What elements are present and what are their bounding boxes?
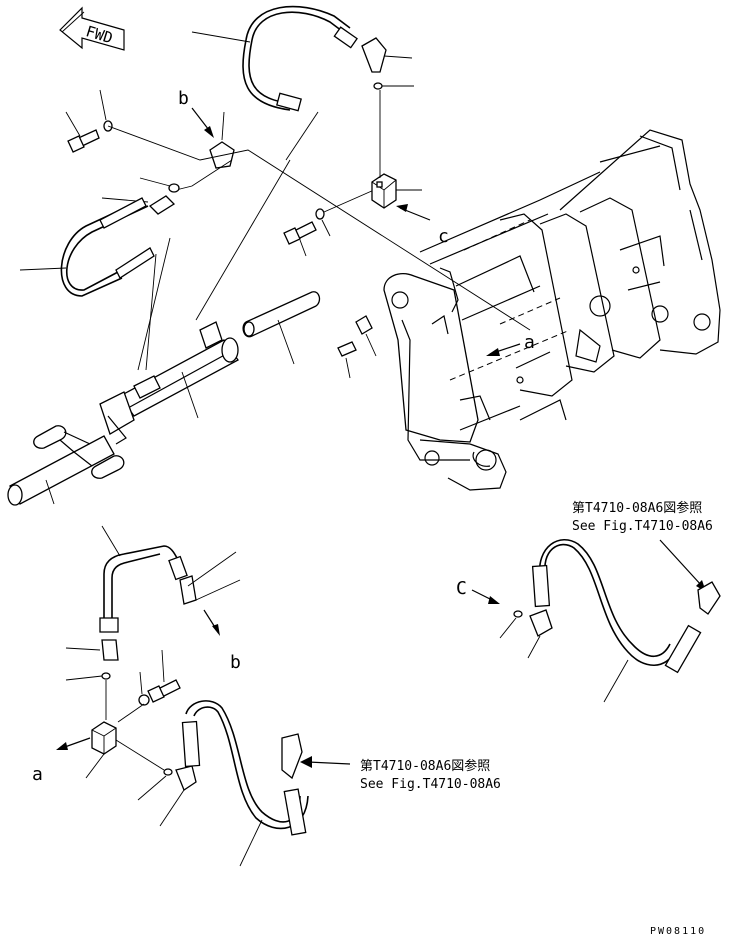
reference-en-lower: See Fig.T4710-08A6 — [360, 777, 501, 792]
bolt-centre — [283, 208, 325, 245]
block-a — [91, 721, 117, 755]
reference-ja-lower: 第T4710-08A6図参照 — [360, 758, 490, 774]
upper-hose — [242, 5, 387, 112]
letter-b-lower: b — [230, 652, 241, 673]
lower-tube — [99, 545, 197, 633]
block-c — [371, 173, 397, 209]
lower-hose — [181, 700, 309, 836]
letter-a-lower: a — [32, 764, 43, 785]
right-hose — [531, 539, 721, 674]
main-frame — [383, 129, 721, 491]
letter-a-upper: a — [524, 332, 535, 353]
letter-b-upper: b — [178, 88, 189, 109]
fwd-arrow-icon: FWD — [59, 6, 125, 51]
bolt-upper-left — [67, 120, 113, 153]
reference-ja-upper: 第T4710-08A6図参照 — [572, 500, 702, 516]
letter-c-lower: c — [438, 226, 449, 247]
drawing-code: PW08110 — [650, 926, 706, 937]
pin — [242, 291, 321, 338]
letter-C-capital: C — [456, 578, 467, 599]
left-hose-loop — [60, 197, 155, 297]
reference-en-upper: See Fig.T4710-08A6 — [572, 519, 713, 534]
hydraulic-cylinder — [7, 321, 239, 506]
